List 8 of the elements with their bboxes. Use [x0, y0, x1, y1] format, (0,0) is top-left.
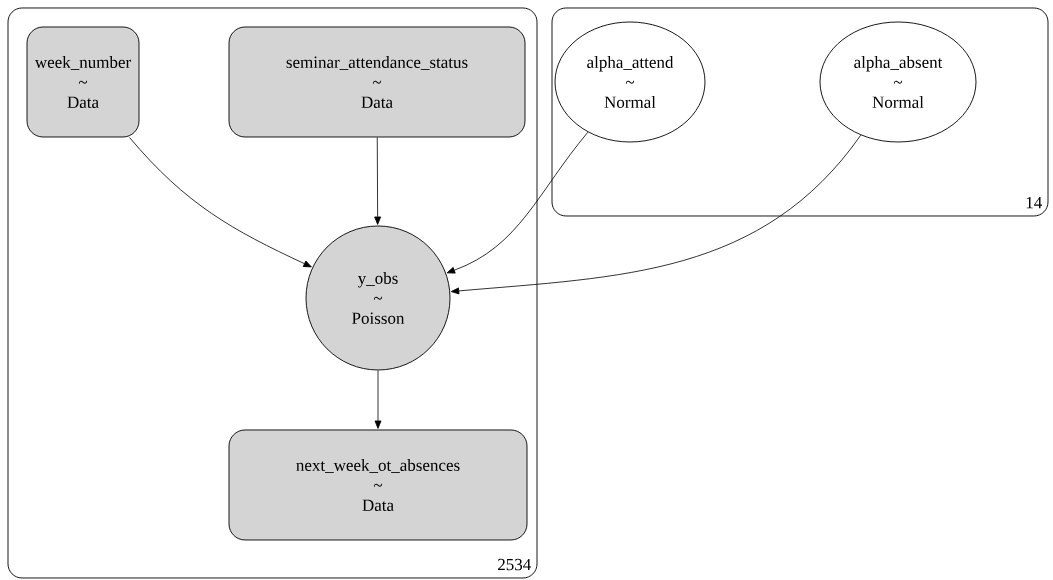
- arrow: [374, 370, 382, 429]
- arrow: [374, 137, 382, 225]
- data-box: seminar_attendance_status ~ Data: [228, 26, 526, 138]
- arrow: [450, 134, 862, 295]
- data-box: week_number ~ Data: [26, 26, 140, 138]
- data-box: next_week_ot_absences ~ Data: [228, 429, 528, 541]
- arrow: [129, 137, 312, 268]
- arrow: [446, 131, 589, 274]
